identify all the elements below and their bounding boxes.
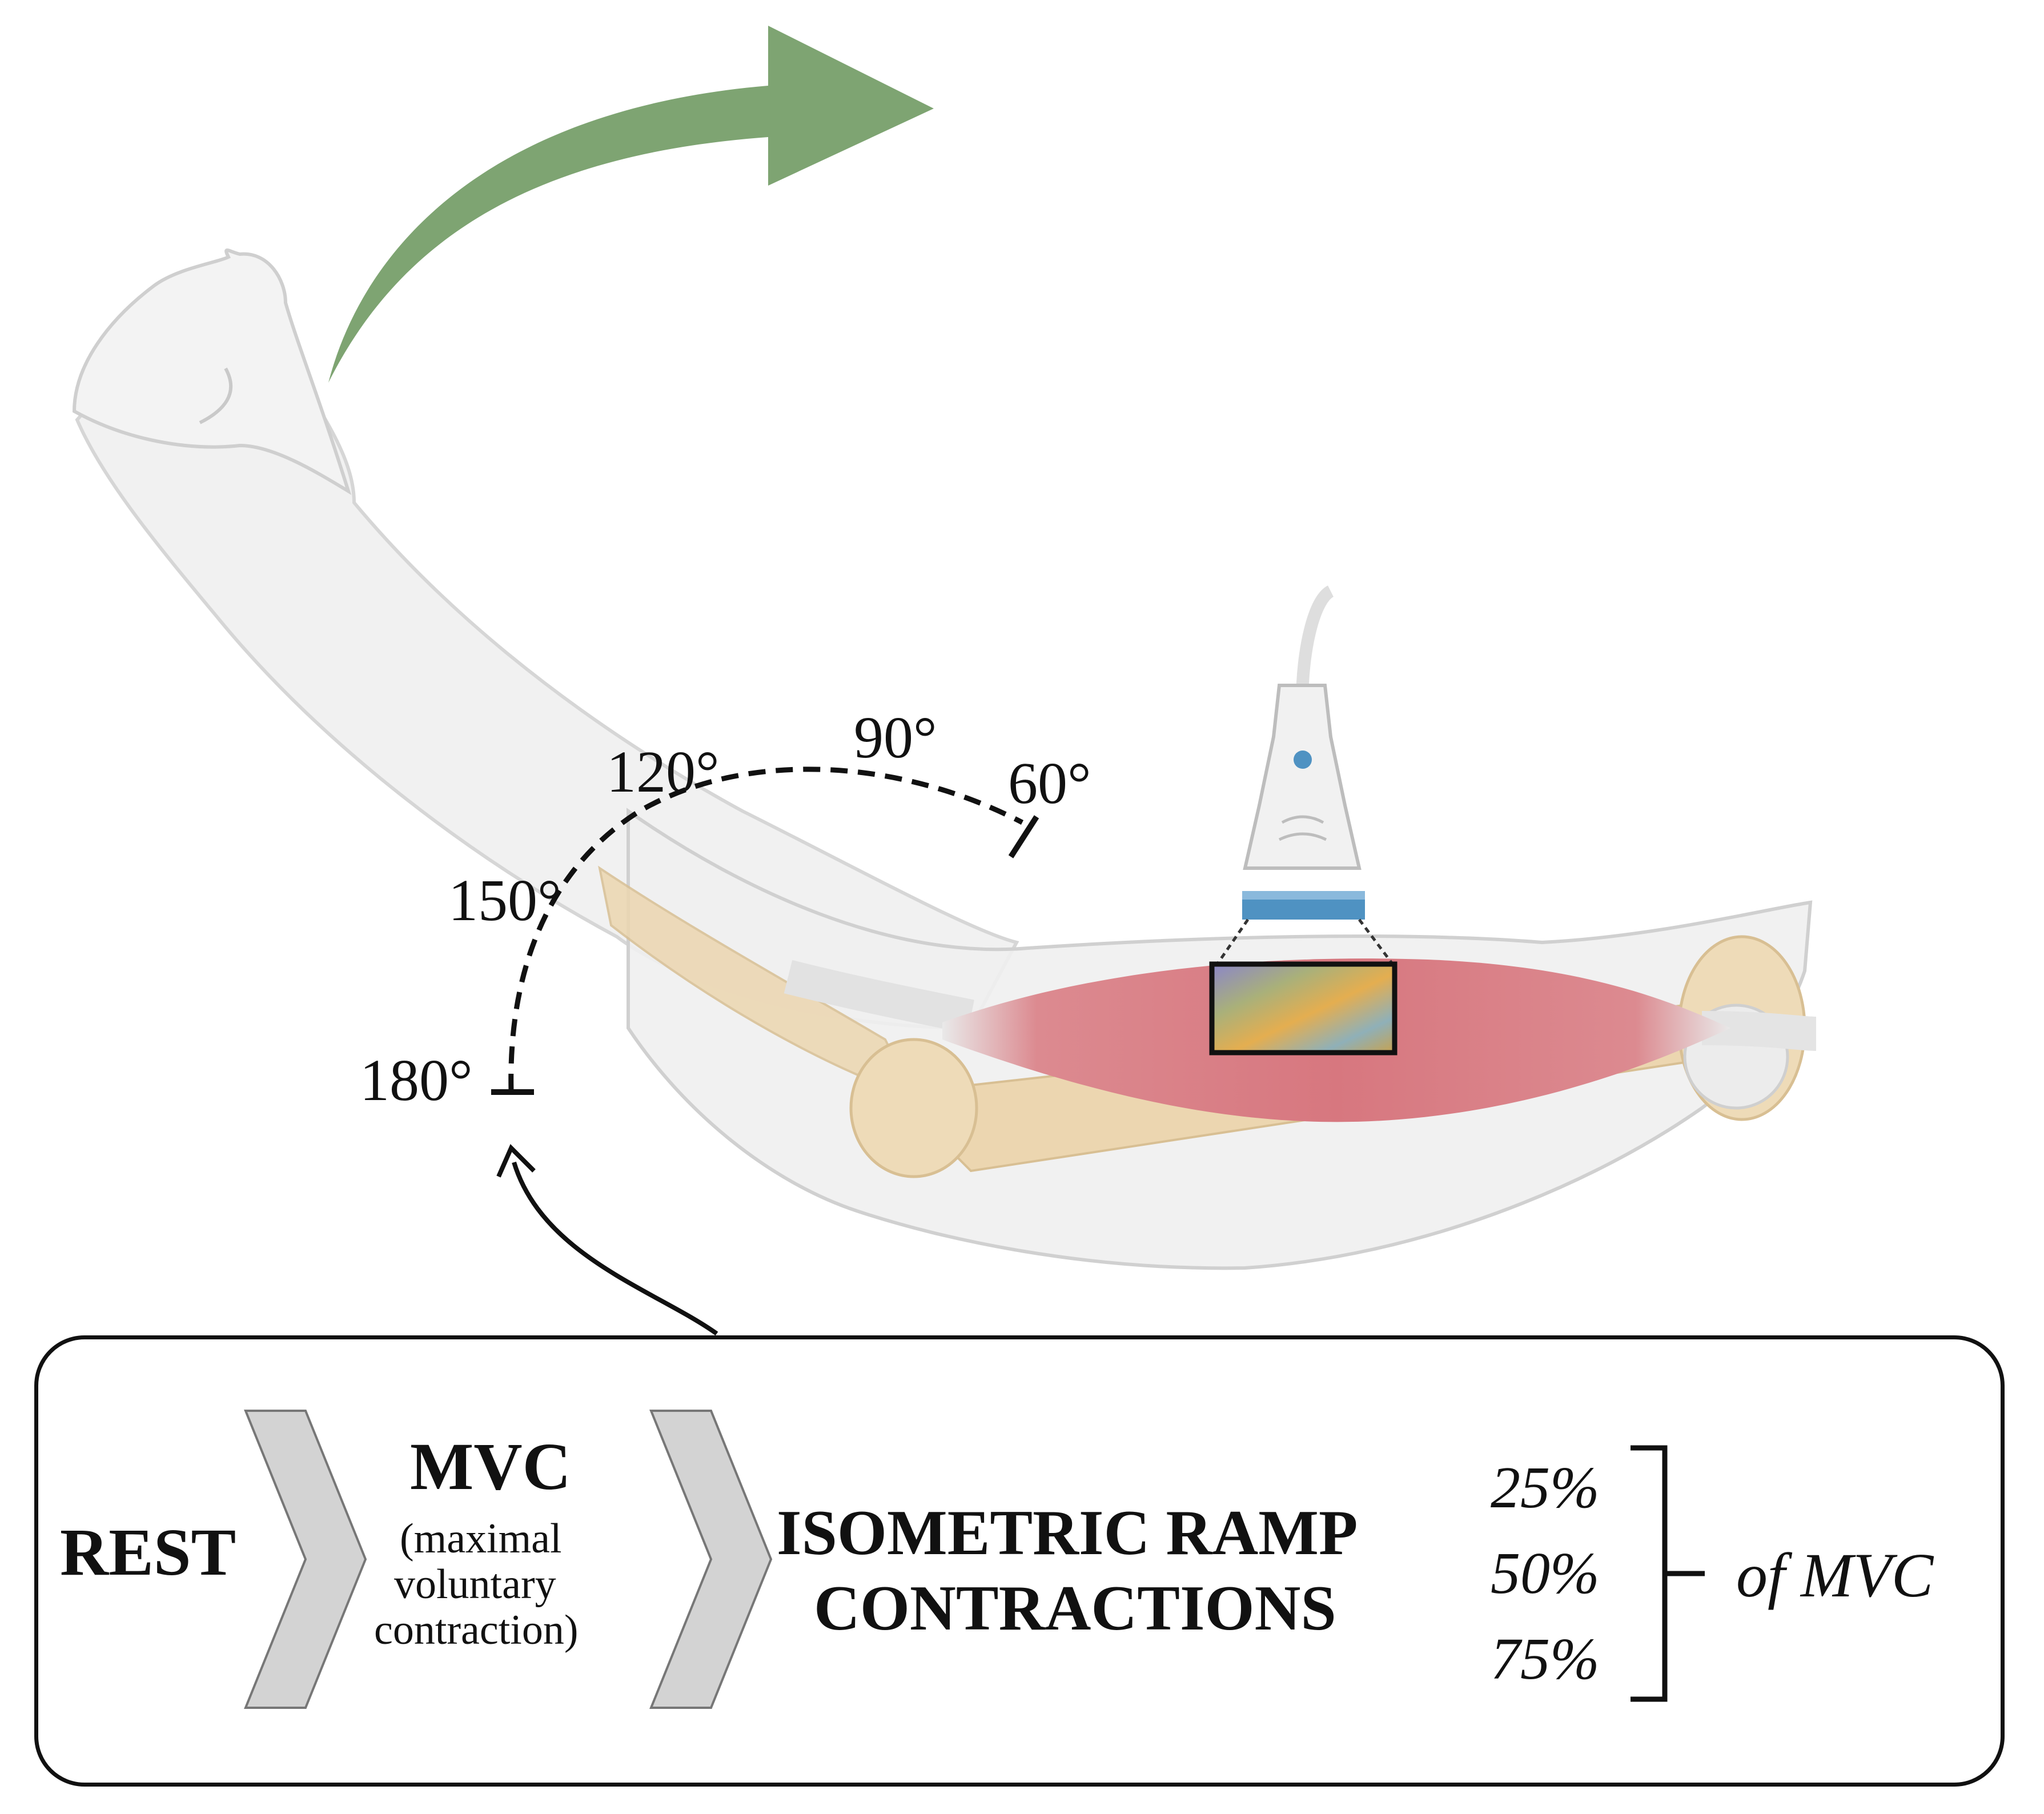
levels-bracket: [1631, 1445, 1705, 1702]
mvc-subtitle-line2: voluntary: [394, 1561, 556, 1608]
pointer-arrow-head: [496, 1144, 536, 1178]
isometric-title-line1: ISOMETRIC RAMP: [777, 1498, 1358, 1568]
arc-end-60: [1008, 815, 1039, 858]
angle-label-150: 150°: [448, 868, 561, 933]
of-mvc-label: of MVC: [1736, 1540, 1934, 1610]
ultrasound-image-window: [1209, 961, 1398, 1056]
mvc-subtitle-line1: (maximal: [400, 1515, 562, 1562]
flexion-arrow-icon: [328, 26, 934, 383]
fist: [72, 248, 352, 495]
pointer-arrow: [512, 1161, 718, 1336]
protocol-panel: [34, 1335, 2005, 1787]
isometric-title-line2: CONTRACTIONS: [814, 1573, 1336, 1644]
rest-label: REST: [60, 1515, 236, 1590]
chevron-right-icon: [649, 1410, 773, 1709]
angle-arc: [508, 766, 1024, 1091]
ultrasound-probe-icon: [1215, 585, 1395, 966]
angle-label-90: 90°: [854, 705, 937, 770]
level-25: 25%: [1491, 1455, 1600, 1520]
humerus-head: [849, 1038, 978, 1178]
angle-label-180: 180°: [360, 1048, 473, 1113]
chevron-right-icon: [244, 1410, 367, 1709]
mvc-subtitle-line3: contraction): [374, 1607, 579, 1654]
level-75: 75%: [1491, 1626, 1600, 1692]
angle-label-60: 60°: [1008, 751, 1091, 816]
angle-label-120: 120°: [607, 739, 720, 805]
level-50: 50%: [1491, 1540, 1600, 1606]
mvc-title: MVC: [410, 1429, 571, 1504]
